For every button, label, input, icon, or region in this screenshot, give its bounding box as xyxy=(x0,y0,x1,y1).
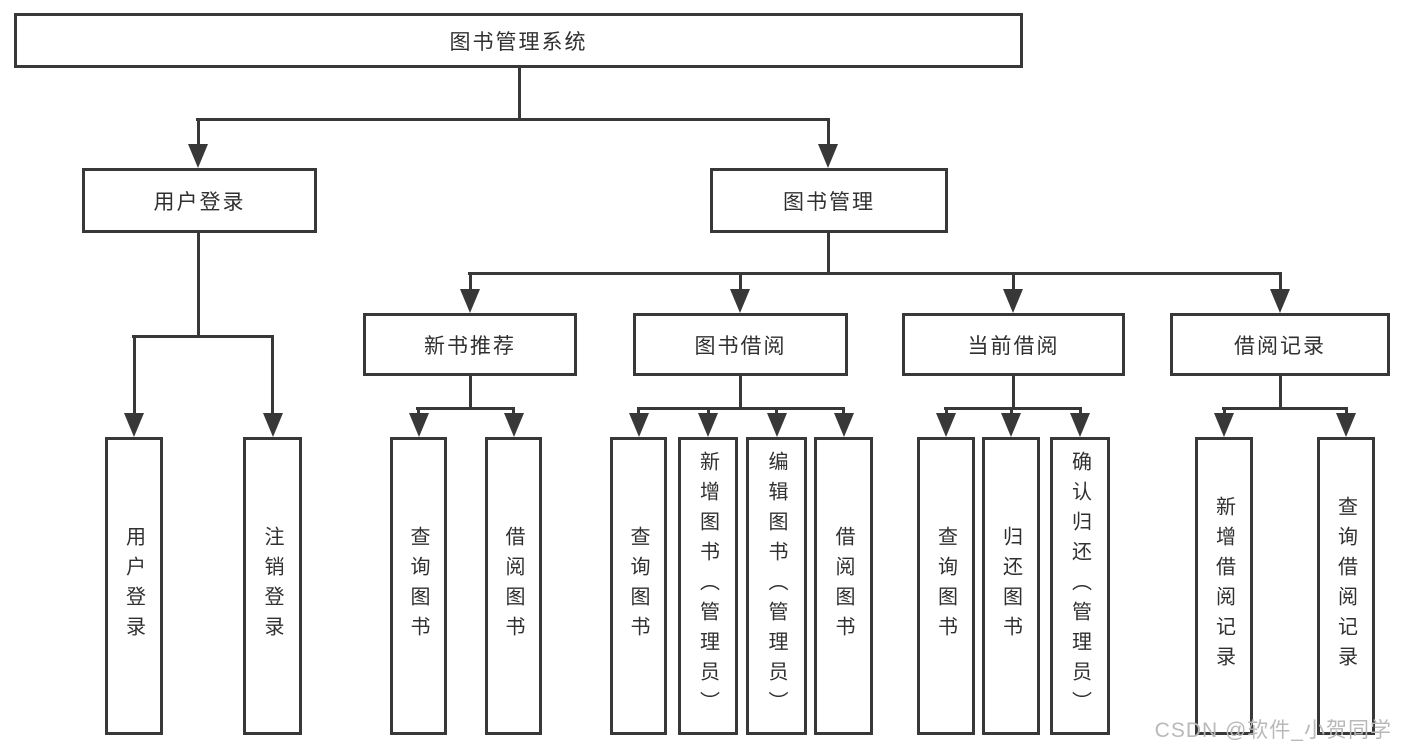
connector-rail-user-login xyxy=(132,335,274,338)
leaf-confirm-return-admin: 确认归还（管理员） xyxy=(1050,437,1110,735)
arrow-down-icon xyxy=(1222,407,1226,413)
node-borrowing-records: 借阅记录 xyxy=(1170,313,1390,376)
arrow-down-icon xyxy=(1009,407,1013,413)
arrow-down-icon xyxy=(1344,407,1348,413)
node-new-book-recommend: 新书推荐 xyxy=(363,313,577,376)
leaf-user-login: 用户登录 xyxy=(105,437,163,735)
connector-stem-borrow-record xyxy=(1278,376,1282,410)
arrow-down-icon xyxy=(271,335,274,413)
connector-rail-level3 xyxy=(468,272,1282,275)
arrow-down-icon xyxy=(775,407,778,413)
arrow-down-icon xyxy=(512,407,515,413)
connector-rail-current-borrow xyxy=(944,407,1082,410)
arrow-down-icon xyxy=(132,335,136,413)
arrow-down-icon xyxy=(468,272,472,289)
connector-stem-new-book xyxy=(468,376,472,410)
leaf-add-borrow-record: 新增借阅记录 xyxy=(1195,437,1253,735)
connector-rail-book-borrow xyxy=(637,407,845,410)
arrow-down-icon xyxy=(1278,272,1282,289)
leaf-query-books-2: 查询图书 xyxy=(610,437,667,735)
leaf-query-books-3: 查询图书 xyxy=(917,437,975,735)
node-user-login: 用户登录 xyxy=(82,168,317,233)
connector-rail-new-book xyxy=(416,407,515,410)
connector-rail-level2 xyxy=(196,118,830,121)
connector-stem-book-borrow xyxy=(738,376,742,410)
node-book-borrowing: 图书借阅 xyxy=(633,313,848,376)
connector-rail-borrow-record xyxy=(1222,407,1348,410)
connector-stem-current-borrow xyxy=(1011,376,1015,410)
connector-stem-root xyxy=(518,68,521,121)
node-root-library-system: 图书管理系统 xyxy=(14,13,1023,68)
leaf-borrow-books-1: 借阅图书 xyxy=(485,437,542,735)
arrow-down-icon xyxy=(417,407,420,413)
arrow-down-icon xyxy=(738,272,742,289)
leaf-query-books-1: 查询图书 xyxy=(390,437,447,735)
arrow-down-icon xyxy=(842,407,845,413)
arrow-down-icon xyxy=(1078,407,1082,413)
arrow-down-icon xyxy=(1011,272,1015,289)
node-book-management: 图书管理 xyxy=(710,168,948,233)
leaf-logout: 注销登录 xyxy=(243,437,302,735)
arrow-down-icon xyxy=(637,407,640,413)
connector-stem-user-login xyxy=(196,233,200,338)
csdn-watermark: CSDN @软件_小贺同学 xyxy=(1154,719,1392,742)
arrow-down-icon xyxy=(944,407,948,413)
arrow-down-icon xyxy=(196,118,200,144)
arrow-down-icon xyxy=(706,407,710,413)
leaf-add-book-admin: 新增图书（管理员） xyxy=(678,437,738,735)
leaf-query-borrow-record: 查询借阅记录 xyxy=(1317,437,1375,735)
arrow-down-icon xyxy=(826,118,830,144)
node-current-borrowing: 当前借阅 xyxy=(902,313,1125,376)
leaf-borrow-books-2: 借阅图书 xyxy=(814,437,873,735)
leaf-edit-book-admin: 编辑图书（管理员） xyxy=(746,437,807,735)
leaf-return-book: 归还图书 xyxy=(982,437,1040,735)
connector-stem-book-mgmt xyxy=(826,233,830,275)
